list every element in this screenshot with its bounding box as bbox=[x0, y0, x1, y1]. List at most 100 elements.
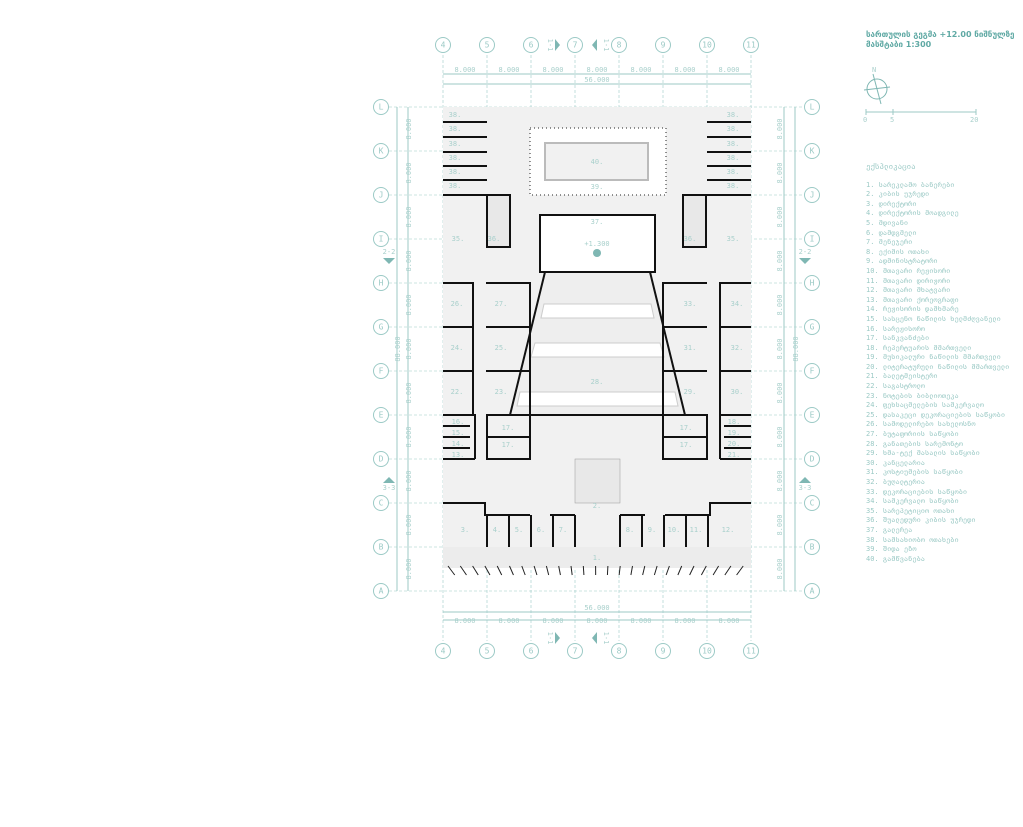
grid-column-label: 5 bbox=[485, 647, 490, 656]
legend-item: 1. სარეკლამო ბანერები bbox=[866, 180, 955, 189]
legend-title: ექსპლიკაცია bbox=[866, 162, 916, 171]
grid-bubble bbox=[373, 99, 389, 115]
dim-label: 8.000 bbox=[454, 66, 475, 74]
grid-column-label: 6 bbox=[529, 41, 534, 50]
dim-label: 8.000 bbox=[776, 338, 784, 359]
room-label: 14. bbox=[452, 440, 465, 448]
total-height-label: 88.000 bbox=[792, 336, 800, 361]
legend-item: 23. ნოტების ბიბლიოთეკა bbox=[866, 391, 959, 400]
dim-label: 8.000 bbox=[405, 162, 413, 183]
grid-bubble bbox=[804, 495, 820, 511]
legend-item: 9. ადმინისტრატორი bbox=[866, 257, 938, 266]
section-label: 3-3 bbox=[383, 484, 396, 492]
legend-item: 39. შიდა ეზო bbox=[866, 545, 917, 554]
grid-bubble bbox=[373, 407, 389, 423]
grid-bubble bbox=[611, 37, 627, 53]
grid-bubble bbox=[435, 643, 451, 659]
room-label: 6. bbox=[537, 526, 545, 534]
legend-item: 37. გალერეა bbox=[866, 525, 913, 534]
banner-fins bbox=[447, 565, 744, 576]
stair-main bbox=[574, 458, 621, 504]
room-label: 4. bbox=[493, 526, 501, 534]
room-label: 27. bbox=[495, 300, 508, 308]
room-label: 30. bbox=[731, 388, 744, 396]
dim-label: 8.000 bbox=[776, 470, 784, 491]
grid-column-label: 7 bbox=[573, 647, 578, 656]
grid-row-label: A bbox=[379, 587, 384, 596]
grid-bubble bbox=[373, 495, 389, 511]
legend-item: 24. ფეხსაცმელების სამკერვალო bbox=[866, 401, 985, 410]
grid-bubble bbox=[804, 539, 820, 555]
grid-row-label: L bbox=[810, 103, 815, 112]
legend-item: 35. სარეპეტიციო ოთახი bbox=[866, 506, 955, 515]
legend-item: 19. მუსიკალური ნაწილის მმართველი bbox=[866, 353, 1001, 362]
walls bbox=[443, 121, 751, 547]
room-label: 38. bbox=[727, 140, 740, 148]
room-label: 1. bbox=[593, 554, 601, 562]
grid-row-label: H bbox=[810, 279, 815, 288]
grid-bubble bbox=[804, 319, 820, 335]
grid-bubble bbox=[804, 187, 820, 203]
legend-item: 14. რეჟისორის დამხმარე bbox=[866, 305, 959, 314]
scale-0: 0 bbox=[863, 116, 867, 124]
grid-bubble bbox=[373, 187, 389, 203]
section-label: 1-1 bbox=[546, 632, 554, 645]
room-label: 26. bbox=[451, 300, 464, 308]
grid-bubble bbox=[611, 643, 627, 659]
room-label: 34. bbox=[731, 300, 744, 308]
grid-row-label: A bbox=[810, 587, 815, 596]
room-label: 38. bbox=[449, 168, 462, 176]
dim-label: 8.000 bbox=[776, 206, 784, 227]
grid-bubble bbox=[435, 37, 451, 53]
dim-label: 8.000 bbox=[586, 617, 607, 625]
legend-item: 12. მთავარი მხატვარი bbox=[866, 286, 951, 295]
legend-item: 16. სარეჟისორო bbox=[866, 324, 926, 333]
legend-item: 4. დირექტორის მოადგილე bbox=[866, 209, 959, 218]
dim-label: 8.000 bbox=[542, 617, 563, 625]
dim-label: 8.000 bbox=[776, 426, 784, 447]
dim-label: 8.000 bbox=[405, 294, 413, 315]
grid-bubble bbox=[804, 451, 820, 467]
legend-item: 15. სასცენო ნაწილის ხელმძღვანელი bbox=[866, 314, 1001, 323]
legend-item: 27. ბუტაფორიის საწყობი bbox=[866, 430, 959, 439]
grid-row-label: D bbox=[379, 455, 384, 464]
room-label: 38. bbox=[449, 154, 462, 162]
room-label: 40. bbox=[591, 158, 604, 166]
room-label: 17. bbox=[680, 424, 693, 432]
legend-item: 2. კიბის უჯრედი bbox=[866, 190, 930, 199]
room-label: 36. bbox=[684, 235, 697, 243]
room-label: 10. bbox=[668, 526, 681, 534]
dim-label: 8.000 bbox=[405, 382, 413, 403]
legend-item: 25. დასაკეცი დეკორაციების საწყობი bbox=[866, 410, 1006, 419]
stair-right bbox=[682, 194, 707, 248]
dim-label: 8.000 bbox=[405, 514, 413, 535]
grid-row-label: K bbox=[810, 147, 815, 156]
plan-scale: მასშტაბი 1:300 bbox=[866, 40, 932, 49]
room-label: 20. bbox=[728, 440, 741, 448]
north-arrow-icon: N bbox=[863, 66, 891, 105]
grid-column-label: 4 bbox=[441, 41, 446, 50]
grid-row-label: F bbox=[379, 367, 384, 376]
room-label: 33. bbox=[684, 300, 697, 308]
grid-bubble bbox=[699, 643, 715, 659]
grid-row-label: C bbox=[379, 499, 384, 508]
stair-left bbox=[486, 194, 511, 248]
grid-bubble bbox=[373, 143, 389, 159]
section-label: 1-1 bbox=[602, 39, 610, 52]
grid-column-label: 8 bbox=[617, 41, 622, 50]
grid-bubble bbox=[804, 275, 820, 291]
grid-bubble bbox=[373, 451, 389, 467]
grid-row-label: E bbox=[810, 411, 815, 420]
legend-item: 31. კოსტიუმების საწყობი bbox=[866, 468, 963, 477]
grid-bubble bbox=[479, 37, 495, 53]
room-label: 8. bbox=[626, 526, 634, 534]
legend-item: 36. შუალედური კიბის უჯრედი bbox=[866, 516, 976, 525]
dim-label: 8.000 bbox=[405, 426, 413, 447]
legend-item: 3. დირექტორი bbox=[866, 199, 917, 208]
dim-label: 8.000 bbox=[718, 617, 739, 625]
room-label: 35. bbox=[452, 235, 465, 243]
grid-bubble bbox=[373, 275, 389, 291]
grid-row-label: C bbox=[810, 499, 815, 508]
